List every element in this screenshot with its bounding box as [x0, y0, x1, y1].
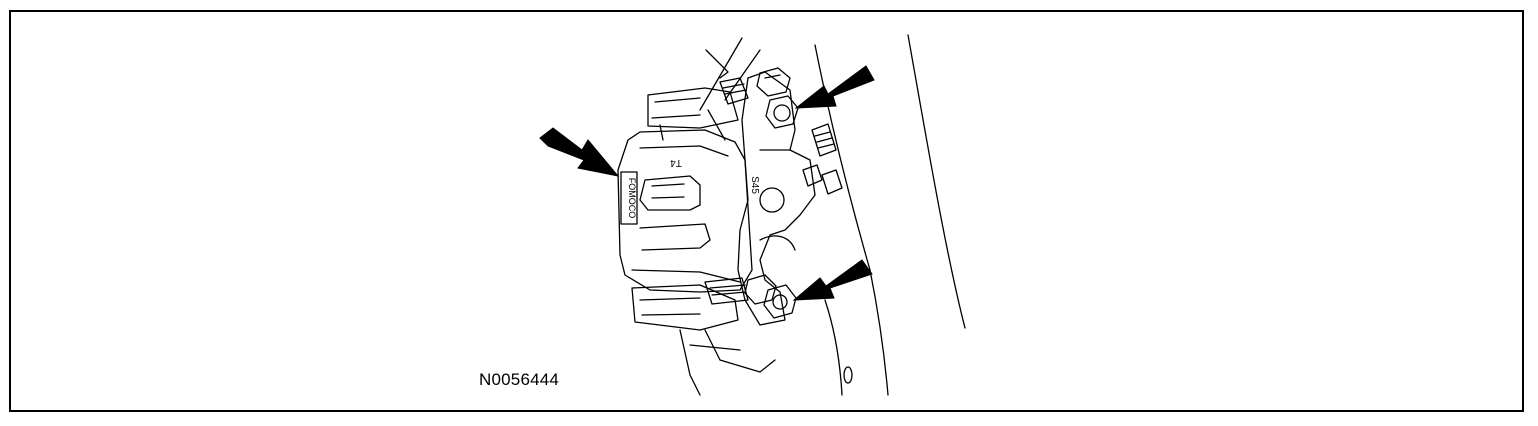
figure-id-label: N0056444 [479, 370, 560, 389]
lower-bracket-bolt [763, 284, 797, 319]
lower-bolt [744, 274, 777, 305]
caliper-stamp-s45: S45 [749, 176, 760, 194]
caliper-stamp-fomoco: FOMOCO [627, 178, 637, 219]
callout-arrow-lower-bolt [792, 259, 873, 301]
rotor-edge-line [907, 34, 966, 329]
upper-bracket-bolt [765, 95, 799, 129]
callout-arrow-upper-bolt [794, 65, 875, 109]
caliper-bracket [737, 71, 816, 326]
callout-arrow-caliper [539, 127, 620, 177]
caliper-body [617, 129, 753, 293]
upper-bolt [756, 67, 791, 97]
caliper-stamp-t4: T4 [670, 157, 682, 168]
